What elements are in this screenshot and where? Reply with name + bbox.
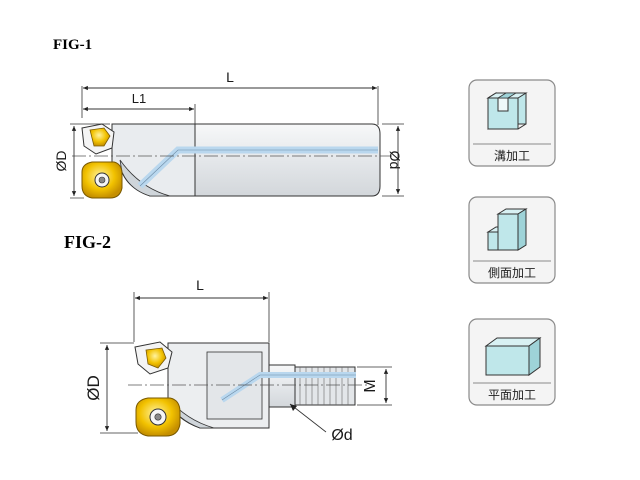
fig2-dim-l: L — [133, 277, 270, 342]
face-machining-icon — [484, 337, 542, 376]
fig2-dim-head-diameter-label: ØD — [84, 375, 103, 401]
fig1-dim-head-diameter: ØD — [53, 123, 110, 199]
fig1-dim-l1-label: L1 — [132, 91, 146, 106]
fig2-dim-thread: M — [357, 366, 392, 406]
fig2-dim-neck-diameter: Ød — [289, 403, 353, 444]
fig1: FIG-1 L L1 — [53, 37, 404, 199]
fig1-dim-l1: L1 — [83, 91, 196, 126]
operation-panel-side: 側面加工 — [468, 196, 556, 284]
operation-label-slot: 溝加工 — [494, 149, 530, 163]
fig1-dim-l: L — [81, 69, 379, 125]
operation-panel-slot: 溝加工 — [468, 79, 556, 167]
fig1-label: FIG-1 — [53, 37, 92, 53]
fig1-dim-shank-diameter-label: Ød — [387, 151, 403, 170]
fig2-dim-l-label: L — [196, 277, 204, 293]
operation-label-face: 平面加工 — [488, 388, 536, 402]
fig2-dim-head-diameter: ØD — [84, 342, 138, 434]
fig1-dim-shank-diameter: Ød — [382, 123, 404, 197]
fig2-dim-thread-label: M — [362, 379, 379, 392]
fig2-tool-body — [128, 341, 368, 437]
side-machining-icon — [486, 208, 528, 251]
operation-panel-face: 平面加工 — [468, 318, 556, 406]
fig1-tool-body — [72, 123, 392, 199]
slot-machining-icon — [486, 92, 528, 130]
fig2-dim-neck-diameter-label: Ød — [331, 427, 352, 444]
operation-label-side: 側面加工 — [488, 266, 536, 280]
fig2-label: FIG-2 — [64, 232, 111, 252]
fig1-dim-l-label: L — [226, 69, 234, 85]
fig1-dim-head-diameter-label: ØD — [53, 151, 69, 172]
fig2: FIG-2 L — [64, 232, 392, 444]
